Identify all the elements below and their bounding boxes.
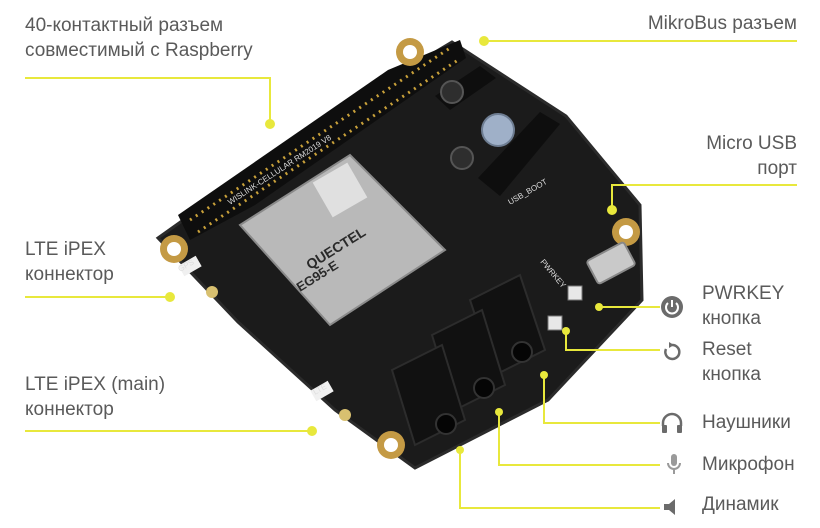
reset-label-line2: кнопка [702, 364, 761, 385]
headphones-label: Наушники [702, 412, 791, 433]
inductor-1 [440, 80, 464, 104]
pwrkey-label-line1: PWRKEY [702, 283, 785, 304]
gpio-label-line2: совместимый с Raspberry [25, 40, 253, 61]
capacitor [481, 113, 515, 147]
headphones-icon [661, 412, 683, 433]
pwrkey-button [567, 285, 583, 301]
lte-main-label-line2: коннектор [25, 399, 114, 420]
reset-icon [664, 342, 681, 361]
reset-label: Reset кнопка [702, 337, 761, 387]
lte-ipex-label-line2: коннектор [25, 264, 114, 285]
reset-label-line1: Reset [702, 339, 752, 360]
microphone-icon [667, 454, 681, 474]
usb-label-line2: порт [757, 158, 797, 179]
gpio-header [178, 40, 466, 240]
lte-main-label: LTE iPEX (main) коннектор [25, 372, 165, 422]
pwrkey-label: PWRKEY кнопка [702, 281, 784, 331]
speaker-icon [664, 499, 675, 515]
gpio-label: 40-контактный разъем совместимый с Raspb… [25, 13, 253, 63]
reset-button [547, 315, 563, 331]
inductor-2 [450, 146, 474, 170]
lte-main-label-line1: LTE iPEX (main) [25, 374, 166, 395]
speaker-label: Динамик [702, 494, 779, 515]
pwrkey-label-line2: кнопка [702, 308, 761, 329]
mikrobus-label: MikroBus разъем [647, 13, 797, 34]
lte-ipex-label: LTE iPEX коннектор [25, 237, 114, 287]
usb-label-line1: Micro USB [706, 133, 797, 154]
callout-lines [25, 40, 797, 509]
audio-jacks [390, 273, 547, 447]
microphone-label: Микрофон [702, 454, 795, 475]
ipex-connectors: GPS LTE [177, 255, 351, 421]
callout-dots [165, 36, 617, 454]
mounting-holes [160, 38, 640, 459]
power-icon [661, 296, 683, 318]
usb-label: Micro USB порт [706, 131, 797, 181]
lte-ipex-label-line1: LTE iPEX [25, 239, 106, 260]
gpio-label-line1: 40-контактный разъем [25, 15, 224, 36]
